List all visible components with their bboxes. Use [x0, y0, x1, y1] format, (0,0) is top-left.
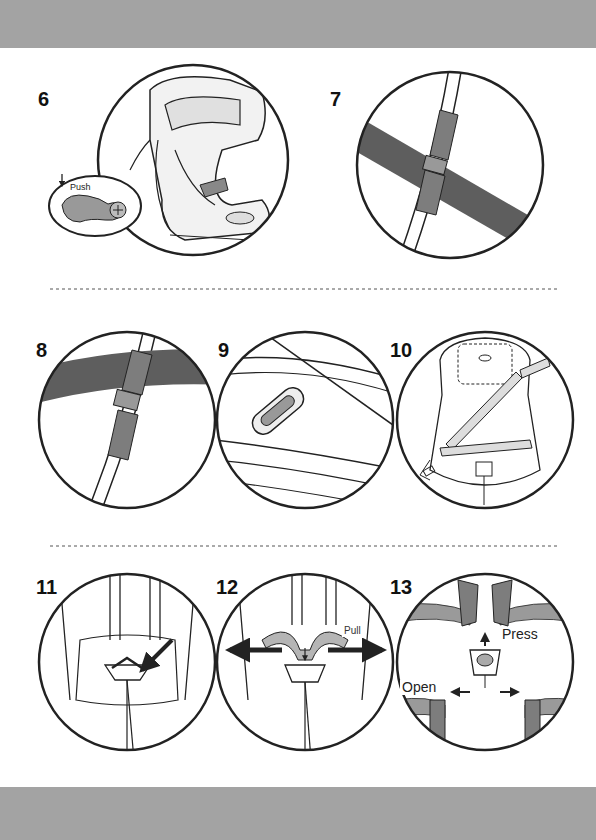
- step-number: 6: [38, 89, 49, 110]
- action-label-holder: Pull: [342, 620, 363, 638]
- action-label: Push: [68, 183, 93, 192]
- harness-release-figure: [39, 568, 215, 761]
- header-bar: [0, 0, 596, 48]
- belt-clip-figure: [30, 330, 230, 510]
- step-number: 12: [216, 577, 238, 598]
- step-number: 11: [36, 577, 57, 598]
- step-number: 8: [36, 340, 47, 361]
- seat-recline-figure: [49, 65, 288, 255]
- action-label-holder: Open: [400, 678, 438, 696]
- step-number-holder: 13: [390, 577, 412, 598]
- separator-line: [50, 546, 560, 547]
- footer-bar: [0, 787, 596, 840]
- action-label: Pull: [342, 626, 363, 637]
- buckle-release-figure: [395, 574, 575, 760]
- step-number-holder: 7: [330, 89, 341, 110]
- harness-open-figure: [217, 568, 393, 761]
- seat-belt-routing-figure: [397, 332, 573, 508]
- separator-line: [50, 289, 560, 290]
- shoulder-belt-guide-figure: [350, 70, 545, 260]
- step-number-holder: 11: [36, 577, 57, 598]
- step-number: 7: [330, 89, 341, 110]
- step-number-holder: 12: [216, 577, 238, 598]
- action-label: Press: [500, 627, 540, 642]
- step-number: 9: [218, 340, 229, 361]
- belt-slot-figure: [215, 330, 400, 528]
- step-number: 10: [390, 340, 412, 361]
- step-number-holder: 6: [38, 89, 49, 110]
- step-number-holder: 9: [218, 340, 229, 361]
- step-number-holder: 10: [390, 340, 412, 361]
- step-number: 13: [390, 577, 412, 598]
- action-label: Open: [400, 680, 438, 695]
- step-number-holder: 8: [36, 340, 47, 361]
- action-label-holder: Push: [68, 176, 93, 194]
- action-label-holder: Press: [500, 625, 540, 643]
